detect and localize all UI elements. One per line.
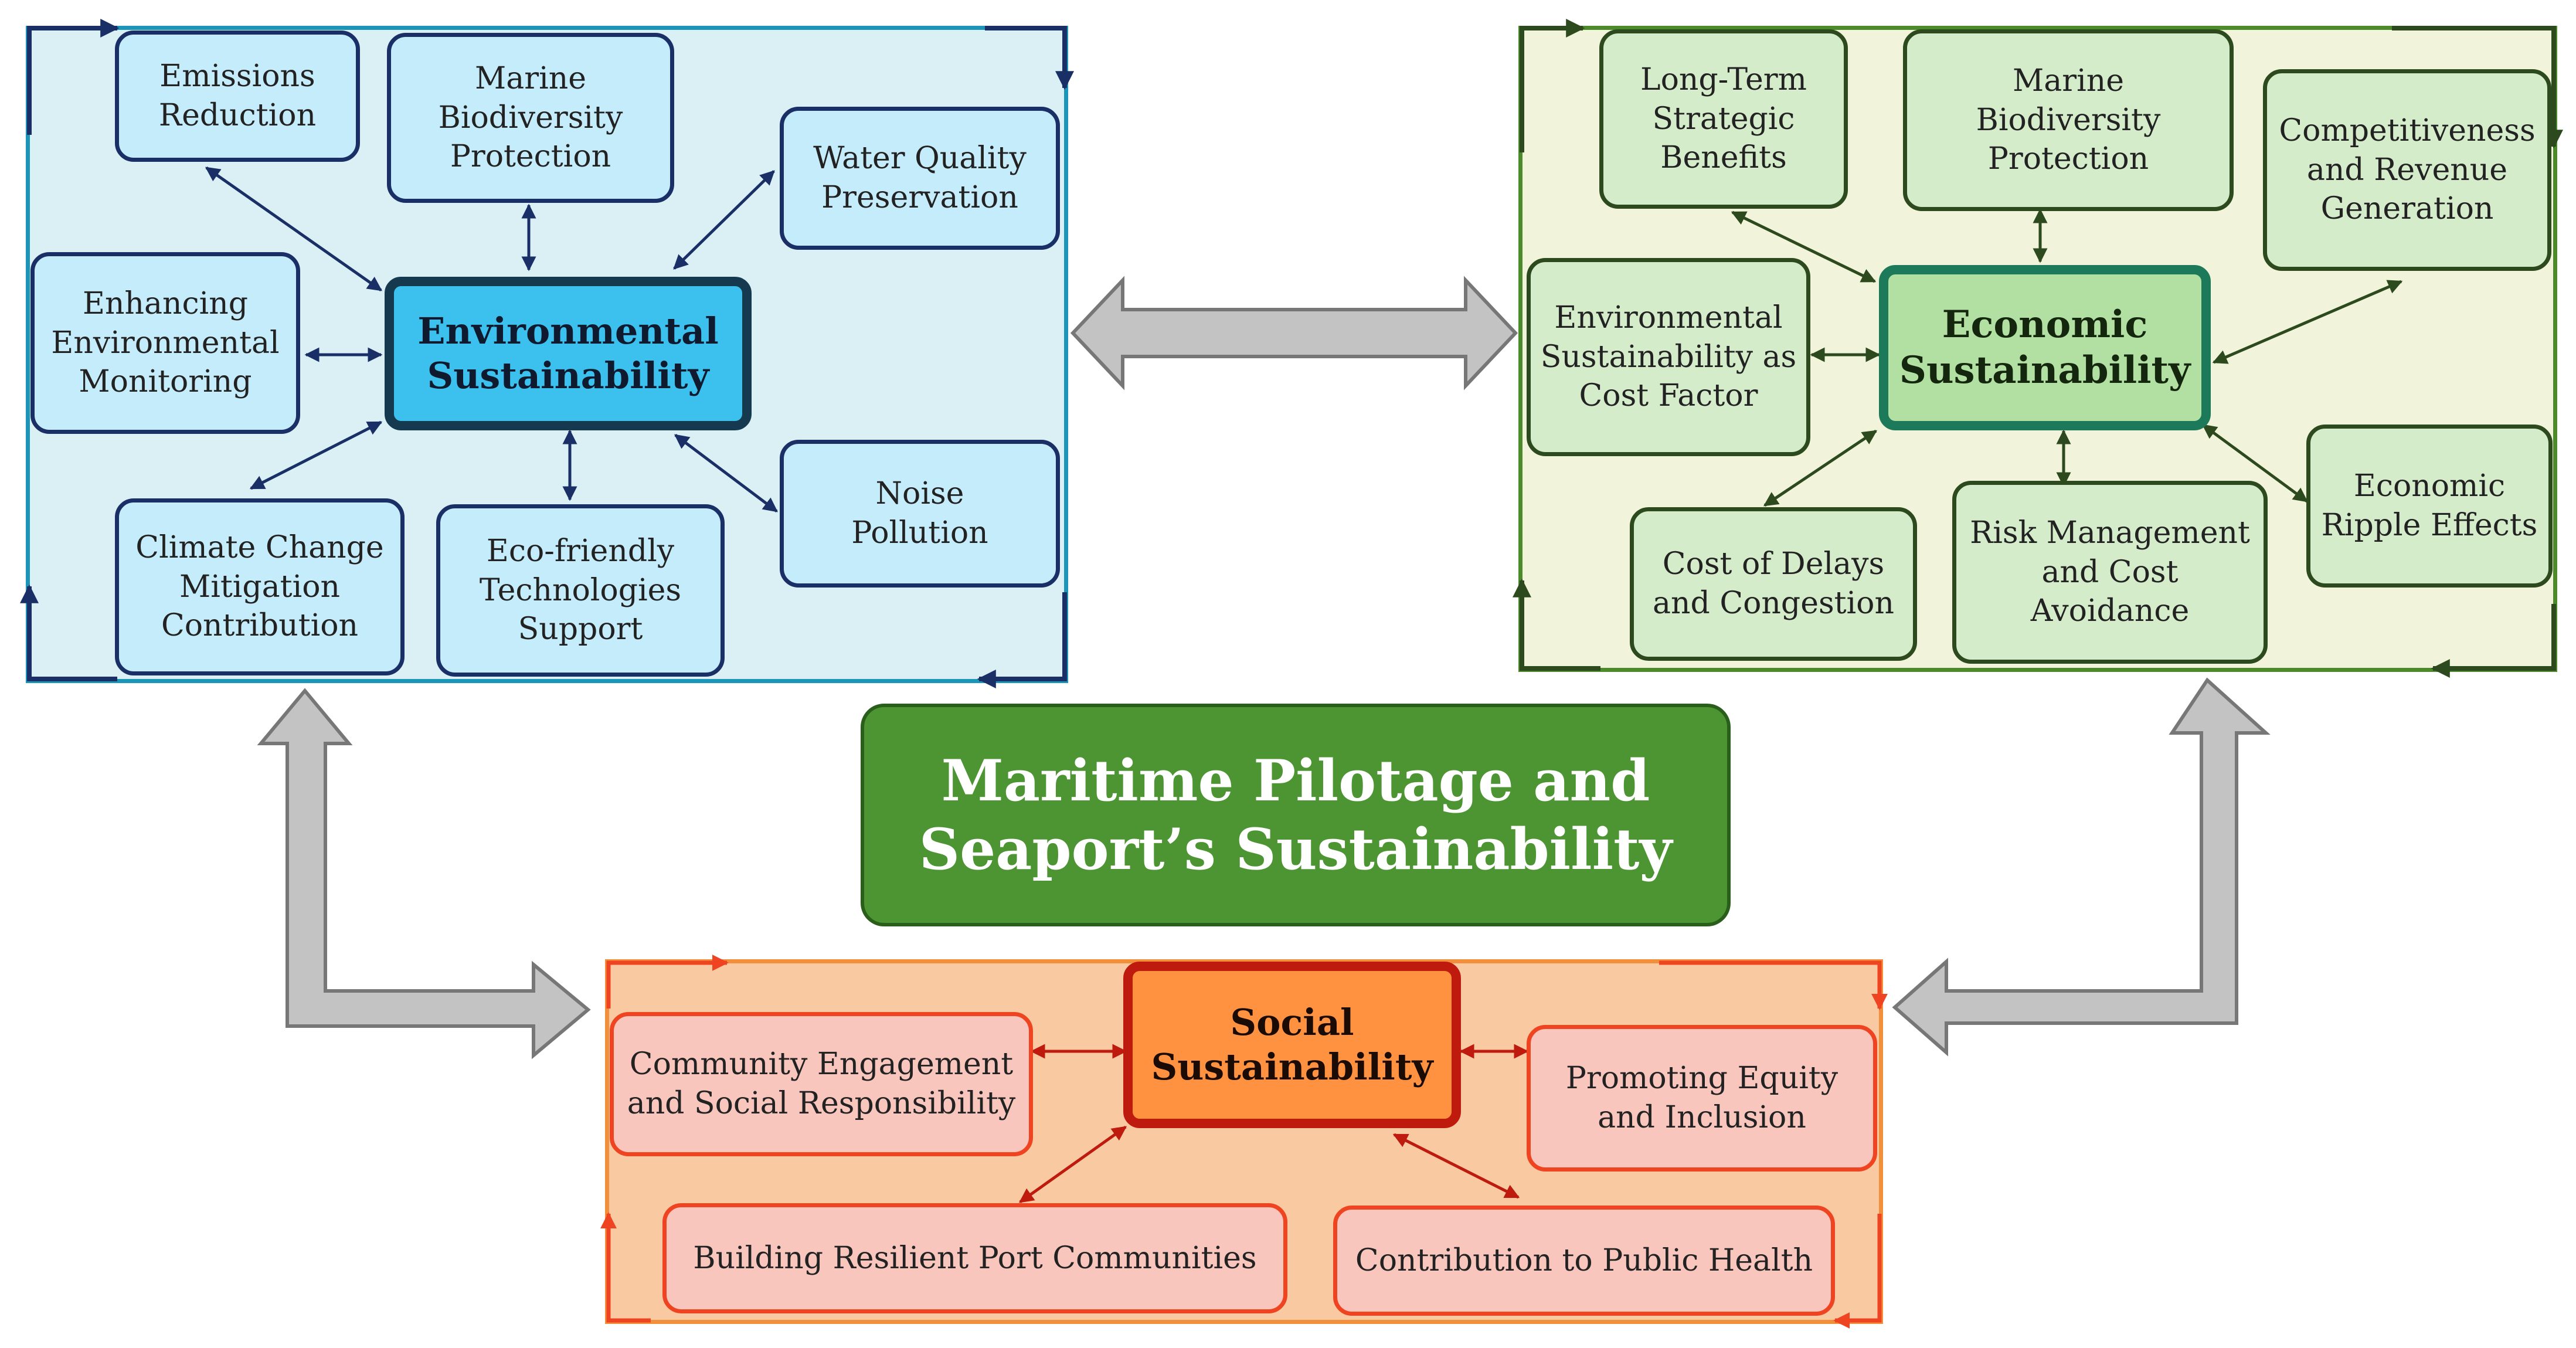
title-line-2: Seaport’s Sustainability — [919, 816, 1673, 882]
env-eco-double-arrow — [1070, 276, 1518, 391]
env-social-elbow-arrow — [257, 688, 591, 1060]
title-line-1: Maritime Pilotage and — [941, 747, 1650, 814]
social-resilient-communities: Building Resilient Port Communities — [662, 1203, 1287, 1313]
social-public-health: Contribution to Public Health — [1333, 1206, 1835, 1316]
eco-social-elbow-arrow — [1892, 677, 2271, 1057]
